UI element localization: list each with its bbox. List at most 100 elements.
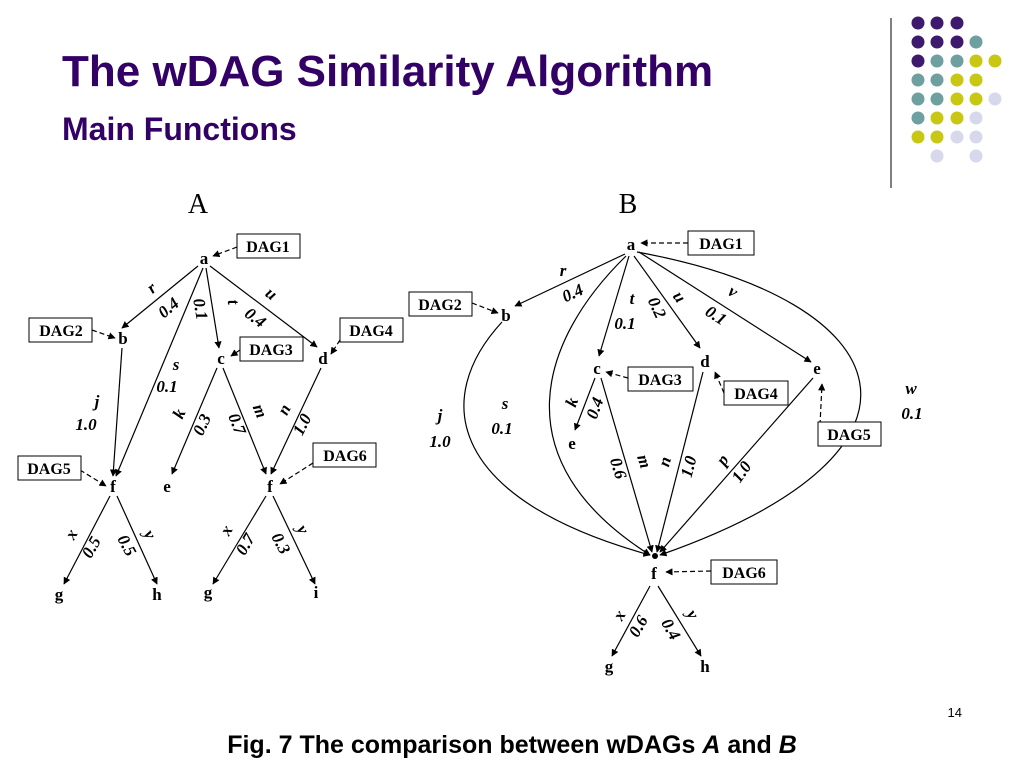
node-h: h bbox=[152, 585, 162, 604]
dot bbox=[969, 73, 983, 87]
edge-label: p bbox=[711, 451, 733, 470]
dot bbox=[950, 111, 964, 125]
callout-box bbox=[627, 366, 694, 392]
edge-label: x bbox=[215, 521, 236, 539]
dot bbox=[911, 92, 925, 106]
dot bbox=[911, 73, 925, 87]
node-g: g bbox=[605, 657, 614, 676]
dag-a-callout-labels: DAG1 DAG2 DAG3 DAG4 DAG5 DAG6 bbox=[27, 239, 393, 478]
node-e: e bbox=[813, 359, 821, 378]
callout-arrow bbox=[471, 302, 499, 315]
edge-weight: 0.4 bbox=[582, 395, 607, 421]
figure-caption: Fig. 7 The comparison between wDAGs A an… bbox=[0, 731, 1024, 760]
edge-label: x bbox=[60, 525, 81, 543]
dot bbox=[969, 92, 983, 106]
edge-a-f-w bbox=[636, 251, 862, 557]
edge-weight: 0.1 bbox=[901, 404, 922, 423]
dot bbox=[950, 16, 964, 30]
dot bbox=[930, 16, 944, 30]
edge-weight: 0.2 bbox=[644, 294, 670, 322]
edge-label: m bbox=[633, 452, 655, 470]
node-f: f bbox=[651, 564, 657, 583]
edge-weight: 0.7 bbox=[232, 529, 260, 558]
dot bbox=[911, 35, 925, 49]
callout-arrow bbox=[279, 462, 314, 485]
callout-arrow bbox=[818, 383, 826, 426]
decorative-dot-grid bbox=[911, 16, 1002, 163]
edge-c-e bbox=[573, 377, 596, 431]
node-f: f bbox=[110, 477, 116, 496]
edge-c-f bbox=[222, 367, 267, 475]
edge-weight: 0.1 bbox=[491, 419, 512, 438]
callout-arrow bbox=[665, 568, 712, 576]
callout-arrow bbox=[91, 329, 116, 340]
dot bbox=[988, 54, 1002, 68]
dot bbox=[969, 35, 983, 49]
edge-label: t bbox=[630, 289, 636, 308]
callout-box bbox=[236, 233, 301, 259]
node-h: h bbox=[700, 657, 710, 676]
dag-a-label: A bbox=[188, 189, 209, 220]
dag-a-nodes: a b c d e f f g h g i bbox=[55, 249, 329, 604]
slide-title: The wDAG Similarity Algorithm bbox=[62, 47, 714, 96]
callout-arrow bbox=[330, 339, 341, 355]
caption-and: and bbox=[720, 731, 779, 759]
edge-weight: 0.1 bbox=[702, 302, 730, 330]
dot bbox=[930, 73, 944, 87]
edge-weight: 0.5 bbox=[78, 533, 105, 561]
edge-a-b bbox=[514, 253, 626, 307]
edge-label: w bbox=[905, 379, 917, 398]
dot bbox=[930, 92, 944, 106]
edge-label: x bbox=[608, 606, 629, 624]
edge-a-d bbox=[633, 255, 701, 349]
dot bbox=[930, 149, 944, 163]
edge-label: u bbox=[262, 283, 281, 304]
edge-weight: 1.0 bbox=[289, 410, 316, 438]
edge-label: m bbox=[249, 401, 272, 420]
callout-box bbox=[17, 455, 82, 481]
page-number: 14 bbox=[947, 705, 962, 720]
dag-b-callouts bbox=[408, 230, 882, 585]
node-b: b bbox=[501, 306, 510, 325]
dot bbox=[969, 130, 983, 144]
node-d: d bbox=[700, 352, 710, 371]
dot bbox=[950, 92, 964, 106]
callout-dag4: DAG4 bbox=[349, 323, 393, 340]
edge-f-h bbox=[116, 495, 158, 585]
callout-dag4: DAG4 bbox=[734, 386, 778, 403]
dot bbox=[988, 92, 1002, 106]
dot bbox=[950, 73, 964, 87]
callout-dag3: DAG3 bbox=[249, 342, 293, 359]
dot bbox=[969, 149, 983, 163]
edge-f-g bbox=[611, 585, 651, 657]
edge-b-f bbox=[109, 347, 123, 477]
edge-weight: 0.7 bbox=[224, 411, 250, 439]
dag-b: B bbox=[408, 189, 923, 676]
dag-a-callout-arrows bbox=[79, 246, 341, 487]
edge-label: n bbox=[273, 401, 294, 418]
dot bbox=[930, 35, 944, 49]
edge-d-f bbox=[270, 367, 322, 475]
callout-arrow bbox=[212, 246, 238, 258]
edge-weight: 0.5 bbox=[113, 532, 140, 560]
callout-dag6: DAG6 bbox=[323, 448, 367, 465]
node-a: a bbox=[200, 249, 209, 268]
dag-a-edges bbox=[63, 265, 322, 585]
dot bbox=[911, 16, 925, 30]
callout-box bbox=[28, 317, 93, 343]
node-f-junction bbox=[652, 553, 658, 559]
callout-box bbox=[312, 442, 377, 468]
edge-f-h bbox=[657, 585, 702, 657]
callout-box bbox=[710, 559, 778, 585]
dag-b-edges bbox=[463, 251, 862, 657]
edge-c-e bbox=[171, 367, 218, 475]
edge-label: y bbox=[682, 605, 703, 623]
edge-label: y bbox=[139, 525, 160, 543]
edge-f2-g bbox=[212, 495, 267, 585]
callout-box bbox=[723, 380, 789, 406]
node-e: e bbox=[163, 477, 171, 496]
edge-a-b bbox=[121, 265, 199, 329]
callout-dag2: DAG2 bbox=[39, 323, 83, 340]
edge-b-f bbox=[463, 321, 651, 557]
edge-weight: 0.4 bbox=[657, 615, 684, 643]
